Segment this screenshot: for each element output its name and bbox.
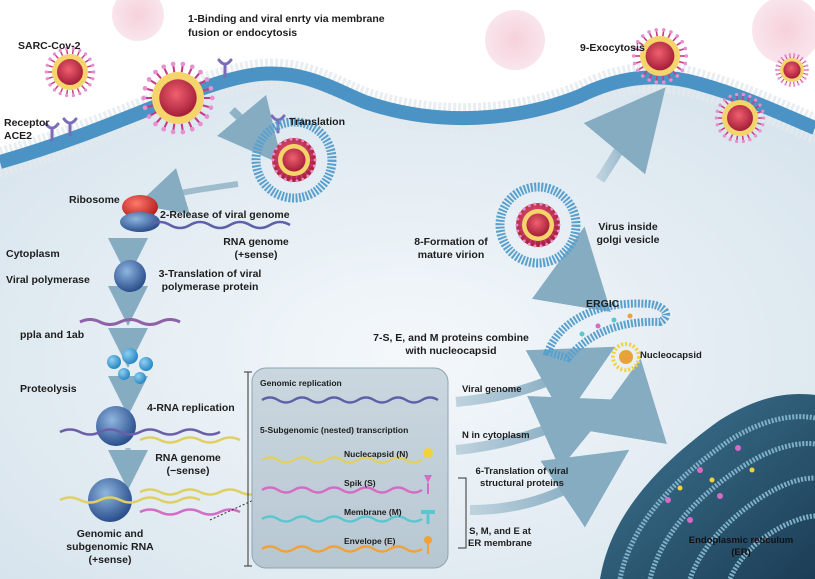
step7-label-line2: with nucleocapsid xyxy=(405,345,497,357)
golgi-vesicle xyxy=(495,182,581,268)
step8-label-line2: mature virion xyxy=(417,249,485,261)
rna-plus-label-line1: RNA genome xyxy=(223,236,289,248)
proteolysis-label: Proteolysis xyxy=(20,383,77,395)
genomic-label-line3: (+sense) xyxy=(88,554,132,566)
viral-polymerase-icon xyxy=(114,260,146,292)
rna-plus-strand xyxy=(149,220,291,230)
ppla-strand xyxy=(79,318,181,326)
ribosome-label: Ribosome xyxy=(69,194,120,206)
virus-name-label: SARC-Cov-2 xyxy=(18,40,81,52)
box-membrane: Membrane (M) xyxy=(344,507,402,517)
ribosome-icon xyxy=(122,195,158,219)
viral-genome-arrow xyxy=(455,346,616,421)
step7-label-line1: 7-S, E, and M proteins combine xyxy=(373,332,529,344)
rna-minus-strand xyxy=(59,428,221,436)
virus-exiting-icon xyxy=(631,28,689,84)
ergic-membrane xyxy=(542,299,671,363)
rna-minus-label-line2: (−sense) xyxy=(166,465,210,477)
er-label-line1: Endoplasmic reticulum xyxy=(688,535,794,546)
n-cytoplasm-label: N in cytoplasm xyxy=(462,430,530,441)
viral-polymerase-label: Viral polymerase xyxy=(6,274,90,286)
er-label-line2: (ER) xyxy=(731,547,751,558)
virus-entering-icon xyxy=(141,61,215,135)
ergic-label: ERGIC xyxy=(586,298,620,310)
exocytosis-arrow xyxy=(583,87,666,183)
translation-label: Translation xyxy=(289,116,346,128)
virus-exited-small-icon xyxy=(774,53,810,87)
release-arrow xyxy=(137,168,239,215)
box-genomic-replication: Genomic replication xyxy=(260,378,342,388)
endosome-vesicle xyxy=(251,117,337,203)
nucleocapsid-label: Nucleocapsid xyxy=(640,350,702,361)
golgi-virus-icon xyxy=(515,202,561,248)
step6-label-line1: 6-Translation of viral xyxy=(475,466,569,477)
virus-golgi-label-line2: golgi vesicle xyxy=(596,234,660,246)
step1-label-line2: fusion or endocytosis xyxy=(188,27,298,39)
genomic-rna-complex-icon xyxy=(88,478,132,522)
sme-label-line2: ER membrane xyxy=(468,538,532,549)
genomic-label-line1: Genomic and xyxy=(76,528,144,540)
ppla-label: ppla and 1ab xyxy=(20,329,85,341)
step4-label: 4-RNA replication xyxy=(147,402,235,414)
rna-minus-label-line1: RNA genome xyxy=(155,452,221,464)
ghost-viruses xyxy=(112,0,815,70)
membrane-protein-icon xyxy=(421,510,435,524)
virus-golgi-label-line1: Virus inside xyxy=(598,221,658,233)
step9-label: 9-Exocytosis xyxy=(580,42,645,54)
ergic-to-golgi-arrow xyxy=(531,226,611,313)
step1-label-line1: 1-Binding and viral enrty via membrane xyxy=(188,13,385,25)
nucleocapsid-protein-icon xyxy=(423,448,433,458)
endoplasmic-reticulum xyxy=(600,394,815,579)
transcription-box xyxy=(251,367,449,569)
box-nucleocapsid: Nuclecapsid (N) xyxy=(344,449,409,459)
er-to-ergic-arrow xyxy=(587,358,667,445)
genomic-label-line2: subgenomic RNA xyxy=(66,541,154,553)
box-step5: 5-Subgenomic (nested) transcription xyxy=(260,425,409,435)
cytoplasm-label: Cytoplasm xyxy=(6,248,60,260)
step3-label-line2: polymerase protein xyxy=(161,281,259,293)
virus-small-icon xyxy=(44,46,96,98)
replicase-complex-icon xyxy=(96,406,136,446)
step2-label: 2-Release of viral genome xyxy=(160,209,290,221)
proteolysis-fragments xyxy=(107,348,153,384)
envelope-protein-icon xyxy=(424,536,432,554)
spike-protein-icon xyxy=(424,475,432,494)
step6-label-line2: structural proteins xyxy=(480,478,564,489)
n-cytoplasm-arrow xyxy=(455,395,617,469)
step8-label-line1: 8-Formation of xyxy=(414,236,488,248)
ergic-proteins xyxy=(579,313,633,337)
viral-genome-label: Viral genome xyxy=(462,384,522,395)
box-envelope: Envelope (E) xyxy=(344,536,396,546)
receptor-label-line2: ACE2 xyxy=(4,130,33,142)
receptor-label-line1: Receptor xyxy=(4,117,50,129)
rna-plus-label-line2: (+sense) xyxy=(234,249,278,261)
box-spike: Spik (S) xyxy=(344,478,376,488)
nucleocapsid-ring xyxy=(611,342,641,372)
cell-membrane-outer xyxy=(0,58,815,157)
virus-exited-icon xyxy=(714,92,766,144)
step3-label-line1: 3-Translation of viral xyxy=(158,268,262,280)
sme-label-line1: S, M, and E at xyxy=(469,526,531,537)
endosome-virus-icon xyxy=(271,137,317,183)
sme-er-arrow xyxy=(469,449,630,528)
